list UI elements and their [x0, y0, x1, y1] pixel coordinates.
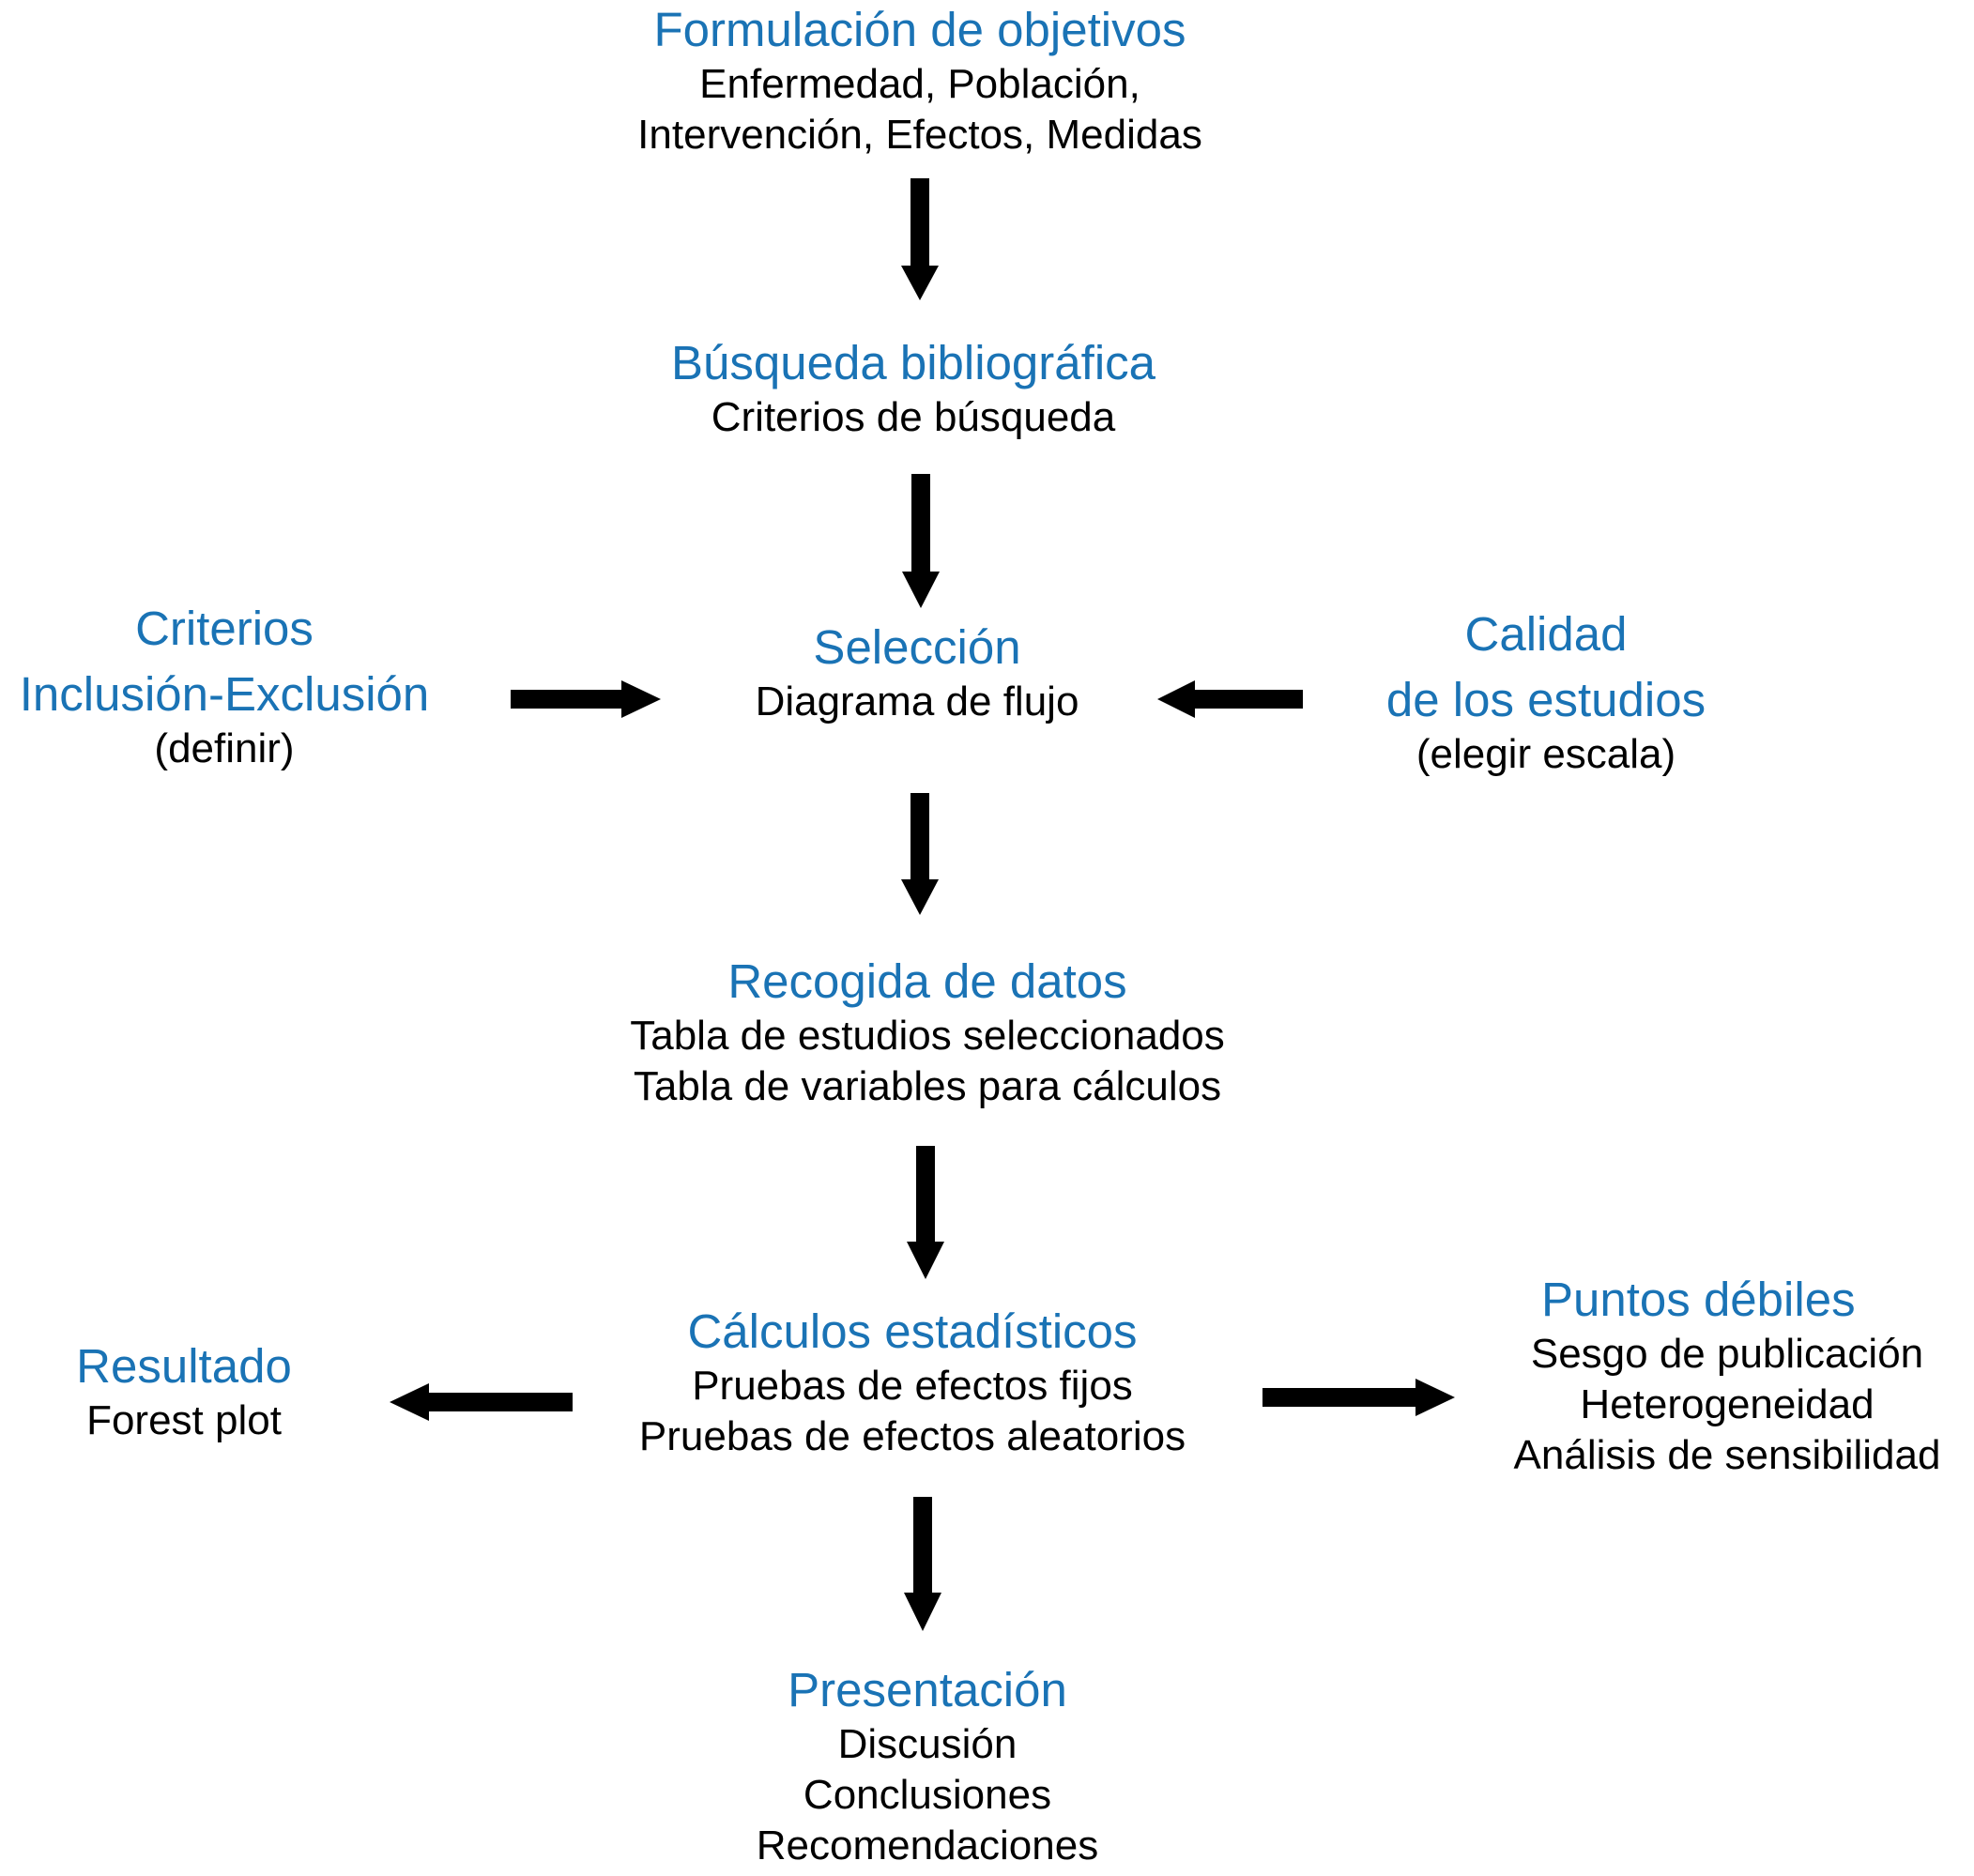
node-line: Pruebas de efectos aleatorios [638, 1413, 1186, 1459]
node-line: Sesgo de publicación [1530, 1331, 1924, 1377]
node-puntos-debiles: Puntos débiles Sesgo de publicación Hete… [1492, 1275, 1962, 1486]
node-title: de los estudios [1385, 673, 1706, 726]
node-title: Puntos débiles [1541, 1273, 1856, 1326]
node-title: Calidad [1464, 607, 1628, 661]
arrow-down-2 [902, 474, 940, 608]
node-title: Resultado [76, 1339, 292, 1393]
node-line: Análisis de sensibilidad [1513, 1432, 1941, 1478]
node-line: Discusión [837, 1721, 1018, 1767]
arrow-left-resultado [390, 1383, 573, 1421]
arrow-down-4 [907, 1146, 944, 1279]
node-title: Criterios [135, 602, 314, 655]
node-title: Selección [813, 620, 1021, 674]
node-line: Criterios de búsqueda [711, 394, 1116, 440]
node-title: Recogida de datos [727, 954, 1127, 1008]
node-calculos-estadisticos: Cálculos estadísticos Pruebas de efectos… [537, 1307, 1288, 1467]
node-formulacion-objetivos: Formulación de objetivos Enfermedad, Pob… [544, 6, 1295, 165]
arrow-right-criterios [511, 680, 661, 718]
node-recogida-datos: Recogida de datos Tabla de estudios sele… [552, 957, 1303, 1117]
node-line: (definir) [154, 725, 295, 771]
node-line: Forest plot [86, 1397, 282, 1443]
node-presentacion: Presentación Discusión Conclusiones Reco… [740, 1666, 1115, 1876]
node-title: Presentación [788, 1663, 1067, 1716]
node-line: Conclusiones [803, 1772, 1052, 1818]
node-resultado: Resultado Forest plot [43, 1342, 325, 1451]
node-line: Heterogeneidad [1580, 1381, 1875, 1427]
node-line: Intervención, Efectos, Medidas [637, 112, 1202, 158]
arrow-right-puntos [1262, 1379, 1455, 1416]
arrow-down-5 [904, 1497, 941, 1631]
node-busqueda-bibliografica: Búsqueda bibliográfica Criterios de búsq… [538, 339, 1289, 448]
arrow-down-1 [901, 178, 939, 300]
node-title: Cálculos estadísticos [687, 1304, 1138, 1358]
node-calidad-estudios: Calidad de los estudios (elegir escala) [1358, 610, 1734, 785]
node-criterios-inclusion-exclusion: Criterios Inclusión-Exclusión (definir) [0, 604, 449, 779]
node-line: Tabla de estudios seleccionados [630, 1013, 1225, 1059]
node-line: Pruebas de efectos fijos [692, 1363, 1133, 1409]
node-title: Búsqueda bibliográfica [670, 336, 1156, 389]
node-seleccion: Selección Diagrama de flujo [635, 623, 1199, 732]
node-title: Inclusión-Exclusión [19, 667, 430, 721]
node-line: Recomendaciones [756, 1823, 1099, 1868]
arrow-left-calidad [1157, 680, 1303, 718]
node-title: Formulación de objetivos [653, 3, 1186, 56]
node-line: Enfermedad, Población, [699, 61, 1140, 107]
node-line: Tabla de variables para cálculos [633, 1063, 1222, 1109]
node-line: Diagrama de flujo [755, 679, 1079, 724]
arrow-down-3 [901, 793, 939, 915]
node-line: (elegir escala) [1415, 731, 1676, 777]
